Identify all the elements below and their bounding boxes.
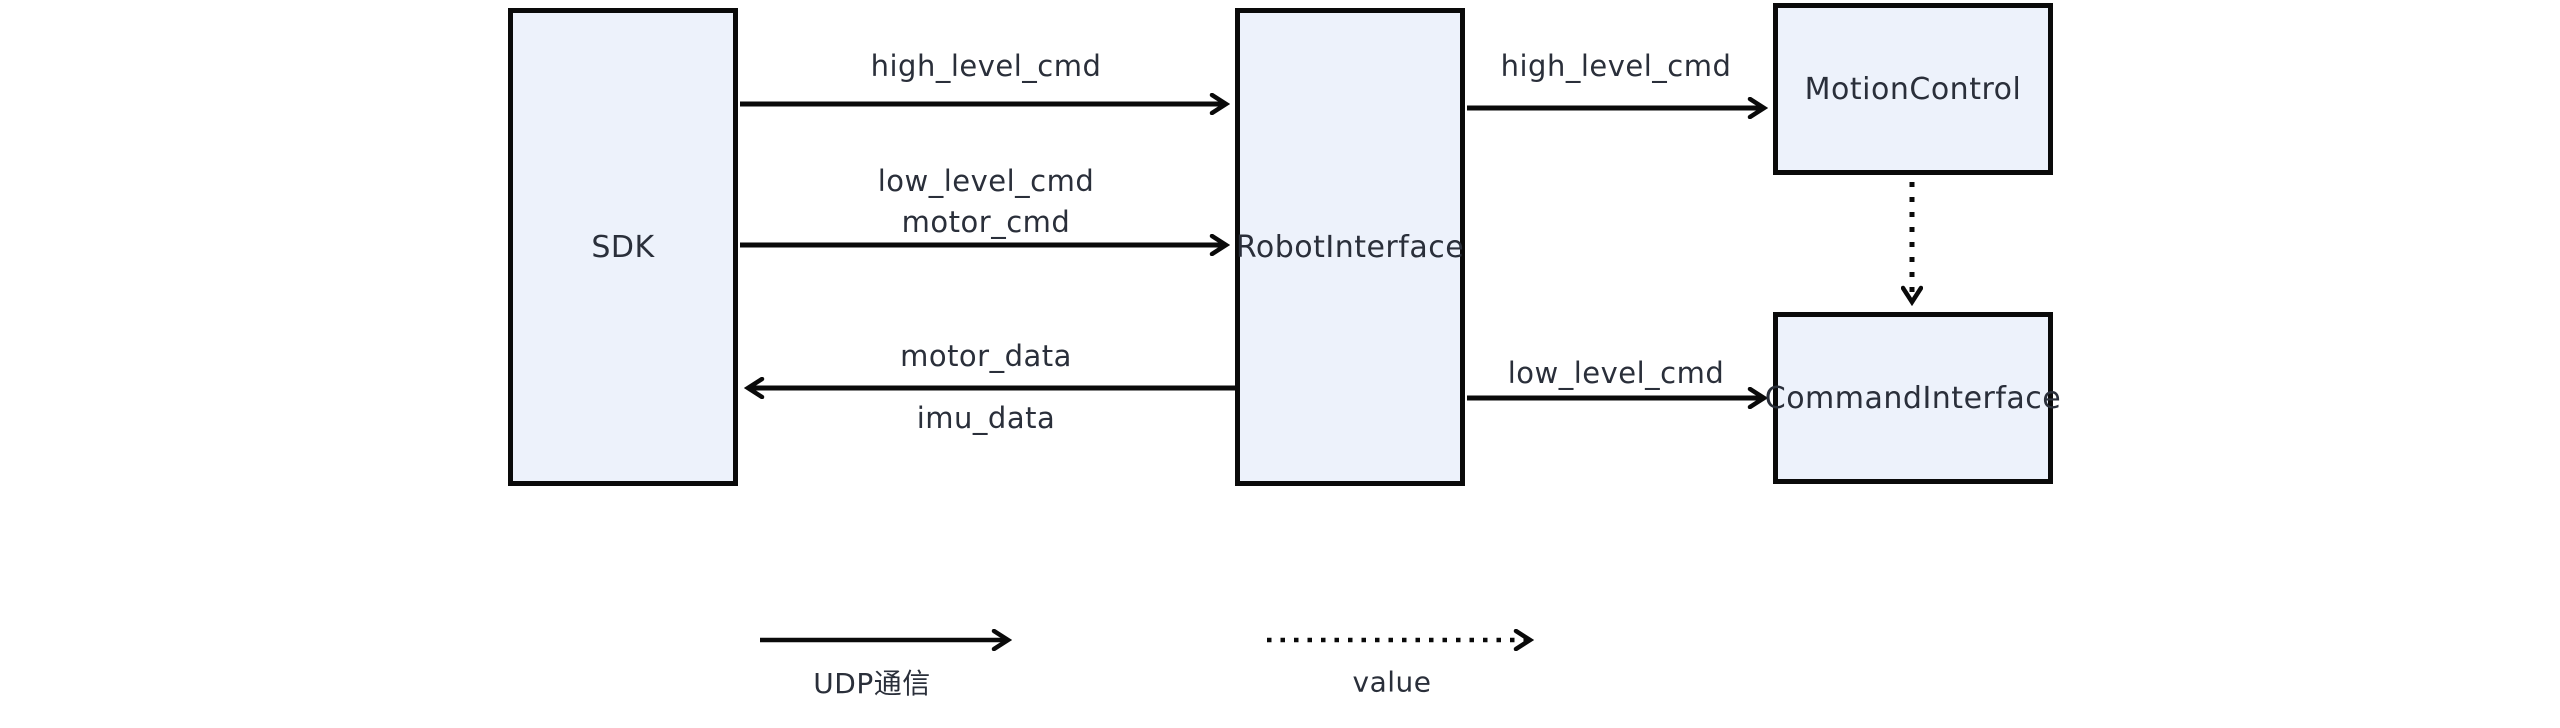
edge-label-imu-data: imu_data xyxy=(916,401,1056,435)
node-command-interface: CommandInterface xyxy=(1765,312,2061,484)
edge-label-low-level-cmd-right: low_level_cmd xyxy=(1507,356,1725,390)
node-motion-control: MotionControl xyxy=(1773,3,2053,175)
node-sdk-label: SDK xyxy=(591,229,655,265)
node-robot-interface-label: RobotInterface xyxy=(1235,229,1465,265)
node-motion-control-label: MotionControl xyxy=(1804,71,2022,107)
edge-label-motor-data: motor_data xyxy=(900,339,1072,373)
node-sdk: SDK xyxy=(508,8,738,486)
legend-value-label: value xyxy=(1352,665,1432,699)
node-command-interface-label: CommandInterface xyxy=(1764,380,2062,416)
edge-label-high-level-cmd-left: high_level_cmd xyxy=(870,49,1102,83)
legend-udp-label: UDP通信 xyxy=(813,667,931,700)
edge-label-low-level-cmd-left: low_level_cmd xyxy=(877,164,1095,198)
node-robot-interface: RobotInterface xyxy=(1235,8,1465,486)
edge-label-high-level-cmd-right: high_level_cmd xyxy=(1500,49,1732,83)
edge-label-motor-cmd: motor_cmd xyxy=(901,205,1071,239)
